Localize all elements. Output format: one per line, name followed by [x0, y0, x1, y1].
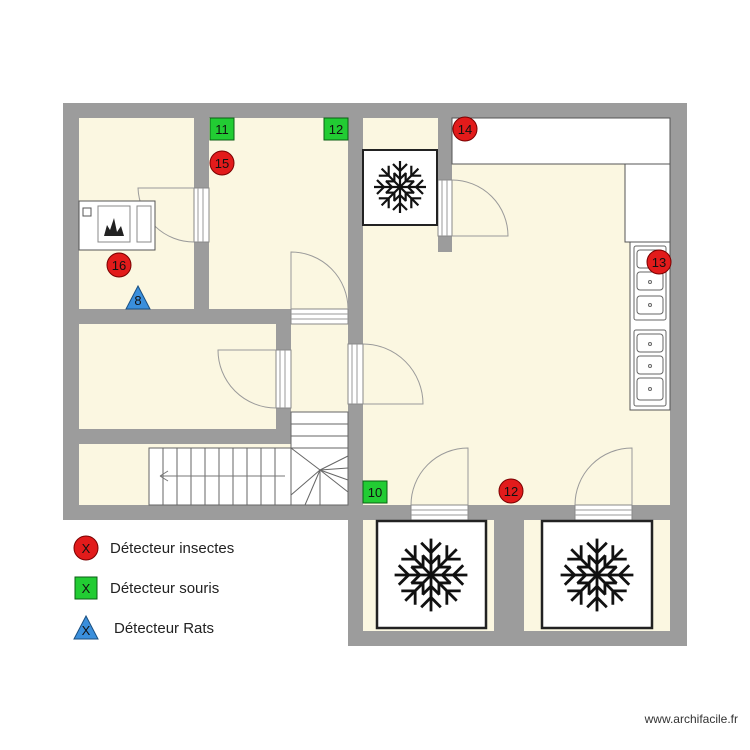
door-kitchen-left — [347, 343, 424, 405]
rat-detector-label: 8 — [134, 293, 141, 308]
insect-detector-marker[interactable]: 15 — [209, 150, 235, 176]
mouse-detector-marker[interactable]: 10 — [362, 480, 388, 504]
legend-mouse-label: Détecteur souris — [110, 579, 220, 597]
room-top-middle — [209, 118, 348, 309]
sink-icon — [633, 329, 667, 407]
mouse-detector-label: 10 — [368, 485, 382, 500]
rat-detector-marker[interactable]: 8 — [125, 284, 151, 310]
mouse-detector-label: 11 — [215, 122, 229, 137]
insect-detectors: 16 15 14 13 12 — [106, 116, 672, 504]
counter-top — [451, 117, 671, 165]
legend-insect-label: Détecteur insectes — [110, 539, 235, 557]
legend-mouse: X Détecteur souris — [72, 573, 219, 603]
insect-legend-icon: X — [73, 535, 99, 561]
legend-mouse-symbol: X — [82, 581, 91, 596]
mouse-detector-marker[interactable]: 12 — [323, 117, 349, 141]
snowflake-icon — [540, 519, 654, 630]
doors — [137, 179, 633, 521]
counter-right — [624, 163, 671, 243]
counter-corner — [632, 456, 670, 505]
legend-insect: X Détecteur insectes — [72, 533, 234, 563]
insect-detector-label: 12 — [504, 484, 518, 499]
door-cold-room-left — [410, 447, 469, 521]
insect-detector-marker[interactable]: 13 — [646, 249, 672, 275]
door-top-middle — [290, 251, 349, 325]
insect-detector-label: 15 — [215, 156, 229, 171]
fireplace-icon — [78, 200, 156, 251]
door-cold-small — [437, 179, 509, 237]
insect-detector-label: 13 — [652, 255, 666, 270]
kitchen-main — [363, 252, 670, 505]
legend-rat-label: Détecteur Rats — [114, 619, 215, 637]
room-left-middle — [79, 324, 276, 429]
snowflake-icon — [362, 149, 438, 226]
insect-detector-marker[interactable]: 16 — [106, 252, 132, 278]
mouse-legend-icon: X — [74, 576, 98, 600]
rat-legend-icon: X — [73, 614, 99, 640]
watermark: www.archifacile.fr — [644, 712, 738, 726]
legend-insect-symbol: X — [82, 541, 91, 556]
insect-detector-marker[interactable]: 12 — [498, 478, 524, 504]
insect-detector-label: 16 — [112, 258, 126, 273]
legend-rat-symbol: X — [82, 623, 91, 638]
door-left-middle — [217, 349, 292, 409]
mouse-detectors: 11 12 10 — [209, 117, 388, 504]
staircase — [148, 411, 349, 506]
mouse-detector-label: 12 — [329, 122, 343, 137]
door-fireplace-room — [137, 187, 210, 243]
insect-detector-marker[interactable]: 14 — [452, 116, 478, 142]
mouse-detector-marker[interactable]: 11 — [209, 117, 235, 141]
snowflake-icon — [375, 519, 488, 630]
insect-detector-label: 14 — [458, 122, 472, 137]
rat-detectors: 8 — [125, 284, 151, 310]
legend-rat: X Détecteur Rats — [72, 613, 214, 643]
